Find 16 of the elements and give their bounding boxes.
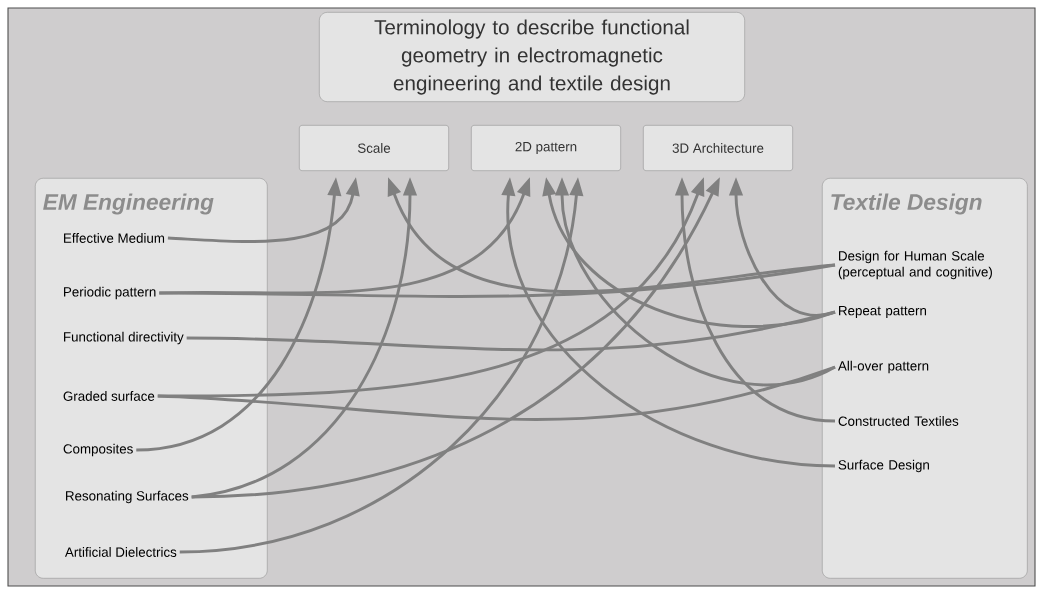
term-label: Constructed Textiles bbox=[838, 416, 959, 426]
term-label: Functional directivity bbox=[64, 331, 184, 345]
term-label: Effective Medium bbox=[64, 233, 165, 243]
category-box: Scale bbox=[299, 125, 449, 171]
term-label: Surface Design bbox=[838, 459, 929, 473]
term-label: Periodic pattern bbox=[64, 286, 156, 300]
category-box: 2D pattern bbox=[471, 125, 621, 171]
term-label: Artificial Dielectrics bbox=[64, 547, 177, 557]
term-label: Design for Human Scale (perceptual and cognitive) bbox=[838, 250, 992, 280]
term-label: Composites bbox=[63, 443, 133, 457]
term-label: Repeat pattern bbox=[839, 306, 926, 318]
category-box: 3D Architecture bbox=[643, 125, 793, 171]
term-label: All-over pattern bbox=[837, 360, 929, 374]
term-label: Resonating Surfaces bbox=[66, 490, 189, 504]
term-label: Graded surface bbox=[63, 391, 155, 401]
title-box: Terminology to describe functional geometry in electromagnetic engineering and textile design bbox=[319, 12, 745, 102]
